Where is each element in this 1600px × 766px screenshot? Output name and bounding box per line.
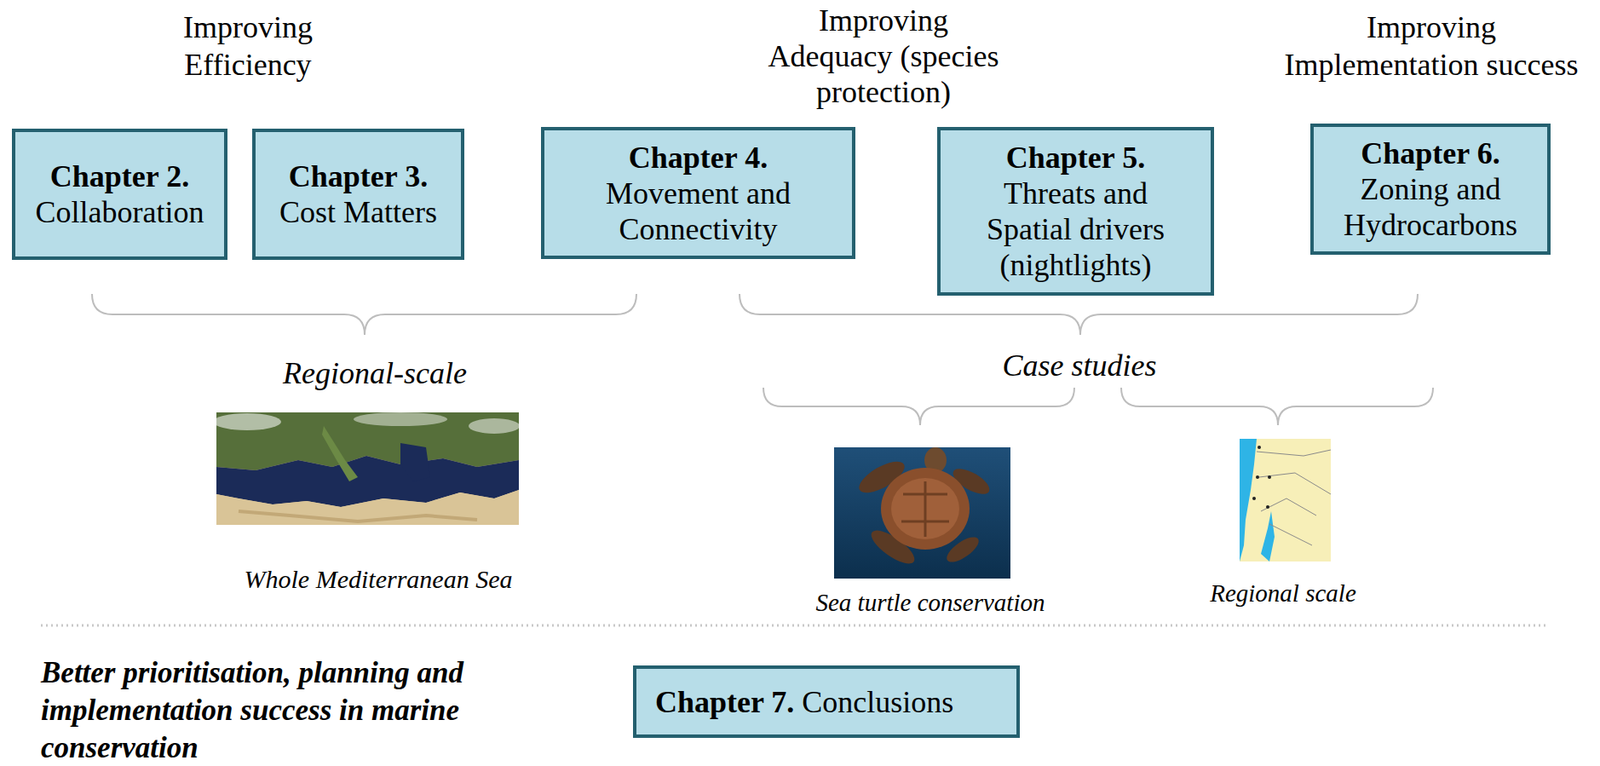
chapter-number: Chapter 6. bbox=[1360, 135, 1500, 172]
chapter-box: Chapter 2.Collaboration bbox=[11, 128, 228, 260]
dotted-separator bbox=[40, 624, 1547, 628]
chapter-number: Chapter 5. bbox=[1006, 139, 1146, 176]
mediterranean-image bbox=[212, 412, 520, 525]
chapter-title: Conclusions bbox=[801, 684, 954, 720]
chapter-title: Movement and Connectivity bbox=[558, 175, 840, 248]
chapter-box: Chapter 7.Conclusions bbox=[633, 665, 1020, 738]
chapter-box: Chapter 6.Zoning and Hydrocarbons bbox=[1310, 123, 1551, 255]
curly-bracket bbox=[92, 293, 637, 335]
regional-map-image bbox=[1239, 438, 1331, 562]
sea-turtle-image bbox=[834, 447, 1011, 579]
chapter-title: Zoning and Hydrocarbons bbox=[1323, 171, 1537, 243]
goal-heading: Improving Efficiency bbox=[145, 8, 351, 84]
group-caption: Regional-scale bbox=[204, 355, 546, 392]
goal-heading: Improving Implementation success bbox=[1272, 8, 1590, 84]
chapter-title: Threats and Spatial drivers (nightlights… bbox=[964, 175, 1188, 283]
curly-bracket bbox=[763, 387, 1075, 426]
chapter-box: Chapter 4.Movement and Connectivity bbox=[541, 126, 856, 259]
image-caption: Regional scale bbox=[1155, 578, 1411, 609]
chapter-number: Chapter 3. bbox=[288, 158, 428, 195]
curly-bracket bbox=[739, 293, 1418, 335]
box-content: Chapter 6.Zoning and Hydrocarbons bbox=[1323, 135, 1537, 243]
chapter-title: Cost Matters bbox=[279, 194, 438, 231]
outcome-statement: Better prioritisation, planning and impl… bbox=[40, 654, 540, 766]
chapter-number: Chapter 4. bbox=[628, 139, 768, 176]
chapter-number: Chapter 2. bbox=[50, 158, 190, 195]
group-caption: Case studies bbox=[909, 347, 1250, 384]
image-caption: Whole Mediterranean Sea bbox=[190, 564, 566, 595]
box-content: Chapter 5.Threats and Spatial drivers (n… bbox=[964, 139, 1188, 283]
curly-bracket bbox=[1121, 387, 1434, 426]
chapter-box: Chapter 3.Cost Matters bbox=[252, 128, 465, 260]
goal-heading: Improving Adequacy (species protection) bbox=[757, 2, 1010, 110]
box-content: Chapter 7.Conclusions bbox=[655, 684, 954, 720]
chapter-title: Collaboration bbox=[35, 194, 205, 231]
box-content: Chapter 4.Movement and Connectivity bbox=[558, 139, 840, 248]
image-caption: Sea turtle conservation bbox=[768, 587, 1093, 618]
chapter-box: Chapter 5.Threats and Spatial drivers (n… bbox=[937, 126, 1215, 296]
bracket-group bbox=[92, 293, 1434, 426]
box-content: Chapter 2.Collaboration bbox=[35, 158, 205, 231]
box-content: Chapter 3.Cost Matters bbox=[279, 158, 438, 231]
chapter-number: Chapter 7. bbox=[655, 684, 795, 720]
